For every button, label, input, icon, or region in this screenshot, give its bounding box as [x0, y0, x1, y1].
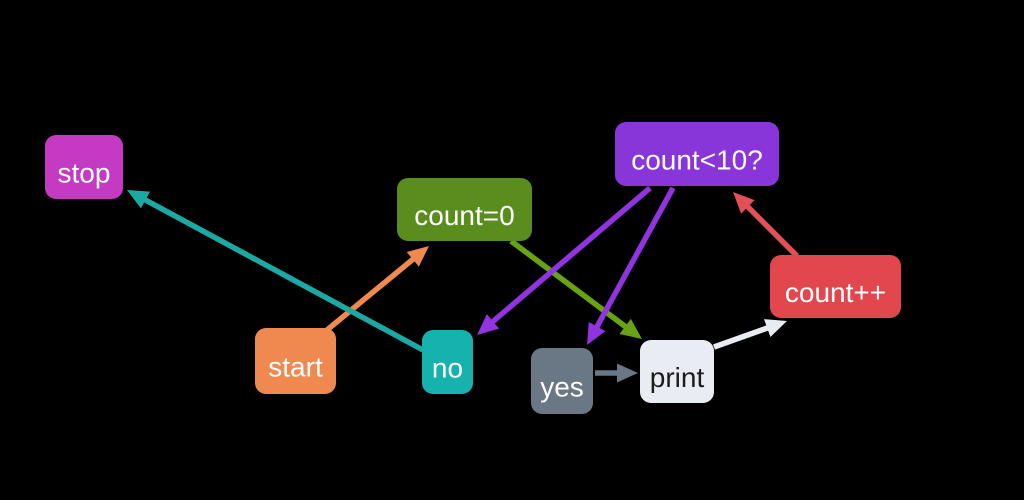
node-box[interactable]: [531, 348, 593, 414]
edge-no-to-stop: [127, 190, 425, 353]
node-stop[interactable]: stop: [45, 135, 123, 199]
node-cond[interactable]: count<10?: [615, 122, 779, 186]
node-label-start: start: [268, 351, 323, 382]
edge-cond-to-no: [477, 185, 652, 335]
node-label-no: no: [432, 352, 463, 383]
node-box[interactable]: [45, 135, 123, 199]
node-count0[interactable]: count=0: [397, 178, 532, 241]
node-yes[interactable]: yes: [531, 348, 593, 414]
node-box[interactable]: [422, 330, 473, 394]
edge-line: [713, 324, 771, 350]
node-box[interactable]: [615, 122, 779, 186]
edge-line: [142, 196, 425, 353]
node-label-stop: stop: [58, 157, 111, 188]
node-label-inc: count++: [785, 277, 886, 308]
arrowhead-icon: [619, 318, 642, 339]
edge-cond-to-yes: [587, 186, 676, 345]
edge-start-to-count0: [325, 246, 429, 333]
node-print[interactable]: print: [640, 340, 714, 403]
node-label-cond: count<10?: [631, 144, 763, 175]
node-label-count0: count=0: [414, 200, 514, 231]
node-box[interactable]: [397, 178, 532, 241]
node-label-print: print: [650, 362, 705, 393]
arrowhead-icon: [477, 314, 500, 335]
node-label-yes: yes: [540, 371, 584, 402]
node-inc[interactable]: count++: [770, 255, 901, 318]
node-box[interactable]: [255, 328, 336, 394]
arrowhead-icon: [127, 190, 150, 209]
arrowhead-icon: [587, 322, 606, 345]
edge-line: [593, 186, 676, 330]
arrowhead-icon: [617, 363, 638, 383]
edge-line: [325, 255, 417, 333]
arrowhead-icon: [764, 319, 787, 337]
node-no[interactable]: no: [422, 330, 473, 394]
arrowhead-icon: [733, 192, 755, 214]
edge-print-to-inc: [713, 319, 787, 350]
node-start[interactable]: start: [255, 328, 336, 394]
edge-inc-to-cond: [733, 192, 799, 258]
edge-line: [489, 185, 652, 325]
node-box[interactable]: [640, 340, 714, 403]
edge-yes-to-print: [595, 363, 638, 383]
edge-line: [744, 203, 799, 258]
node-box[interactable]: [770, 255, 901, 318]
arrowhead-icon: [406, 246, 429, 267]
